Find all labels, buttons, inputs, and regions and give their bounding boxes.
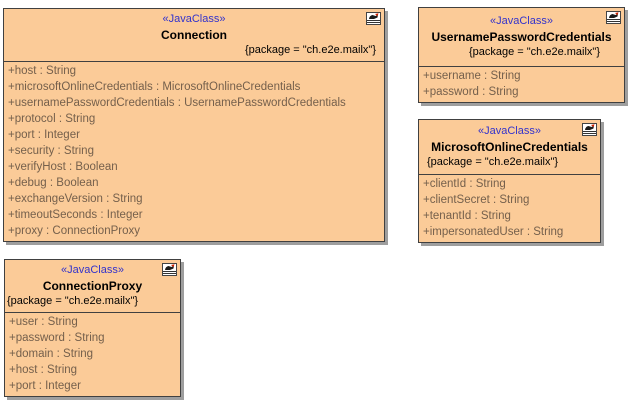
attribute-row[interactable]: +port : Integer [8,129,80,141]
class-name: ConnectionProxy [42,279,143,293]
attribute-row[interactable]: +user : String [9,316,78,328]
stereotype-label: «JavaClass» [478,125,541,137]
class-box-microsoft-online-credentials[interactable]: «JavaClass» MicrosoftOnlineCredentials {… [418,119,601,243]
attribute-row[interactable]: +password : String [423,86,519,98]
attributes-compartment: +clientId : String +clientSecret : Strin… [419,175,600,242]
attribute-row[interactable]: +exchangeVersion : String [8,193,143,205]
attribute-row[interactable]: +security : String [8,145,94,157]
class-box-connection[interactable]: «JavaClass» Connection {package = "ch.e2… [3,8,385,242]
package-annotation: {package = "ch.e2e.mailx"} [427,156,559,168]
attribute-row[interactable]: +timeoutSeconds : Integer [8,209,143,221]
attribute-row[interactable]: +domain : String [9,348,94,360]
attribute-row[interactable]: +host : String [9,364,78,376]
attribute-row[interactable]: +port : Integer [9,380,81,392]
javaclass-icon [606,11,621,24]
attribute-row[interactable]: +proxy : ConnectionProxy [8,225,140,237]
stereotype-label: «JavaClass» [61,264,124,276]
stereotype-label: «JavaClass» [162,13,226,25]
package-annotation: {package = "ch.e2e.mailx"} [244,44,376,56]
attributes-compartment: +username : String +password : String [419,67,624,102]
class-name: Connection [161,28,227,42]
class-header: «JavaClass» ConnectionProxy {package = "… [5,260,180,313]
attribute-row[interactable]: +verifyHost : Boolean [8,161,118,173]
attributes-compartment: +user : String +password : String +domai… [5,313,180,396]
attribute-row[interactable]: +usernamePasswordCredentials : UsernameP… [8,97,346,109]
attribute-row[interactable]: +clientId : String [423,178,506,190]
attribute-row[interactable]: +clientSecret : String [423,194,530,206]
class-name: UsernamePasswordCredentials [431,30,612,44]
attribute-row[interactable]: +username : String [423,70,521,82]
attribute-row[interactable]: +microsoftOnlineCredentials : MicrosoftO… [8,81,301,93]
javaclass-icon [162,263,177,276]
attribute-row[interactable]: +tenantId : String [423,210,511,222]
class-header: «JavaClass» MicrosoftOnlineCredentials {… [419,120,600,175]
attribute-row[interactable]: +debug : Boolean [8,177,99,189]
stereotype-label: «JavaClass» [490,15,553,27]
attribute-row[interactable]: +host : String [8,65,77,77]
javaclass-icon [582,123,597,136]
class-header: «JavaClass» Connection {package = "ch.e2… [4,9,384,62]
class-box-connection-proxy[interactable]: «JavaClass» ConnectionProxy {package = "… [4,259,181,397]
attribute-row[interactable]: +protocol : String [8,113,96,125]
class-header: «JavaClass» UsernamePasswordCredentials … [419,8,624,67]
attributes-compartment: +host : String +microsoftOnlineCredentia… [4,62,384,241]
class-name: MicrosoftOnlineCredentials [431,140,588,154]
package-annotation: {package = "ch.e2e.mailx"} [7,295,139,307]
package-annotation: {package = "ch.e2e.mailx"} [468,46,600,58]
javaclass-icon [366,12,381,25]
attribute-row[interactable]: +password : String [9,332,105,344]
attribute-row[interactable]: +impersonatedUser : String [423,226,564,238]
class-box-username-password-credentials[interactable]: «JavaClass» UsernamePasswordCredentials … [418,7,625,103]
